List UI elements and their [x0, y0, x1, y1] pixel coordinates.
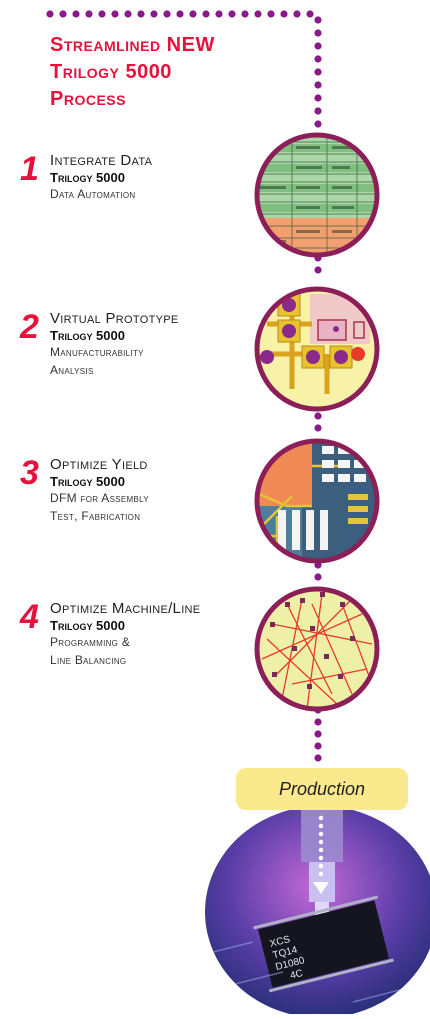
data-table-illustration [254, 132, 380, 258]
step-description-1: Manufacturability [50, 345, 144, 359]
title-line-3: Process [50, 88, 126, 110]
step-heading: Integrate Data [50, 152, 153, 169]
step-heading: Virtual Prototype [50, 310, 179, 327]
step-text: Virtual Prototype Trilogy 5000 Manufactu… [50, 310, 260, 379]
step-number: 4 [20, 598, 39, 636]
step-number: 1 [20, 150, 39, 188]
step-product: Trilogy 5000 [50, 170, 125, 185]
step-product: Trilogy 5000 [50, 618, 125, 633]
chip-label-1: XCS [269, 934, 292, 950]
step-description-2: Analysis [50, 363, 94, 377]
pcb-prototype-illustration [254, 286, 380, 412]
step-description-2: Test, Fabrication [50, 509, 141, 523]
step-description-1: DFM for Assembly [50, 491, 149, 505]
step-number: 3 [20, 454, 39, 492]
step-heading: Optimize Machine/Line [50, 600, 201, 617]
step-description-1: Data Automation [50, 187, 136, 201]
step-text: Optimize Machine/Line Trilogy 5000 Progr… [50, 600, 260, 669]
chip-label-4: 4C [289, 968, 304, 982]
step-text: Integrate Data Trilogy 5000 Data Automat… [50, 152, 260, 203]
line-balancing-illustration [254, 586, 380, 712]
process-title: Streamlined NEW Trilogy 5000 Process [50, 32, 280, 113]
step-description-1: Programming & [50, 635, 131, 649]
production-label: Production [236, 768, 408, 810]
board-yield-illustration [254, 438, 380, 564]
step-heading: Optimize Yield [50, 456, 148, 473]
step-product: Trilogy 5000 [50, 474, 125, 489]
title-line-2: Trilogy 5000 [50, 61, 172, 83]
step-text: Optimize Yield Trilogy 5000 DFM for Asse… [50, 456, 260, 525]
step-description-2: Line Balancing [50, 653, 127, 667]
title-line-1: Streamlined NEW [50, 34, 215, 56]
step-number: 2 [20, 308, 39, 346]
step-product: Trilogy 5000 [50, 328, 125, 343]
production-chip-photo: XCS TQ14 D1080 4C [203, 802, 430, 1019]
